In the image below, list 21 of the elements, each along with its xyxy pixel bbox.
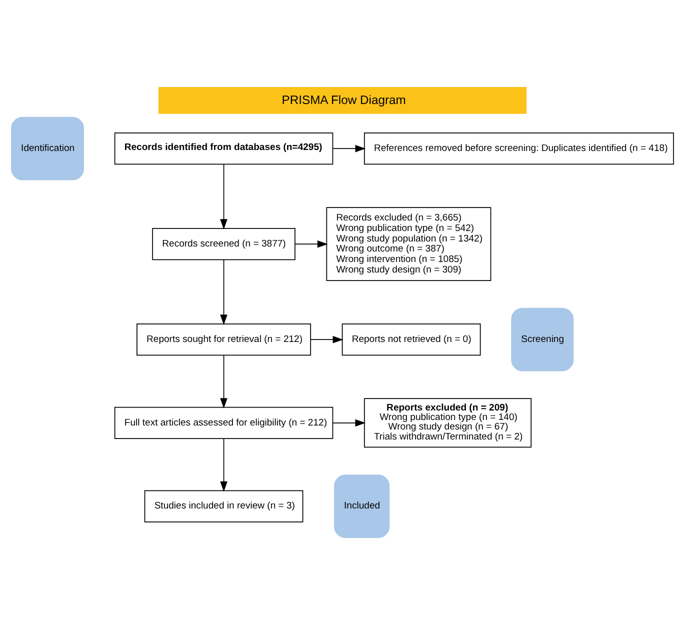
node-box: Full text articles assessed for eligibility (n = 212) — [114, 406, 334, 438]
node-box: References removed before screening: Duplicates identified (n = 418) — [364, 132, 674, 164]
diagram-title: PRISMA Flow Diagram — [282, 92, 406, 107]
node-box: Identification — [11, 116, 84, 180]
arrow — [220, 438, 228, 492]
arrow — [220, 259, 228, 324]
node-box: Reports excluded (n = 209) Wrong publication type (n = 140) Wrong study design (n = 67) Trials withdrawn/Terminated (n = 2) — [364, 398, 532, 448]
node-box: Reports not retrieved (n = 0) — [342, 323, 481, 356]
arrow — [220, 354, 228, 408]
arrow — [220, 164, 228, 229]
node-box: Included — [334, 474, 390, 538]
arrow — [310, 335, 344, 343]
arrow — [294, 240, 328, 248]
node-box: Records screened (n = 3877) — [152, 228, 296, 260]
arrow — [332, 418, 366, 426]
arrow — [332, 144, 366, 152]
node-box: Studies included in review (n = 3) — [144, 490, 304, 522]
node-box: Records identified from databases (n=4295) — [114, 132, 334, 164]
node-box: Reports sought for retrieval (n = 212) — [136, 323, 312, 356]
node-box: Records excluded (n = 3,665) Wrong publication type (n = 542) Wrong study population (n = 1342) Wrong outcome (n = 387) Wrong intervention (n = 1085) Wrong study design (n = 309) — [326, 206, 492, 280]
node-box: Screening — [511, 307, 574, 371]
